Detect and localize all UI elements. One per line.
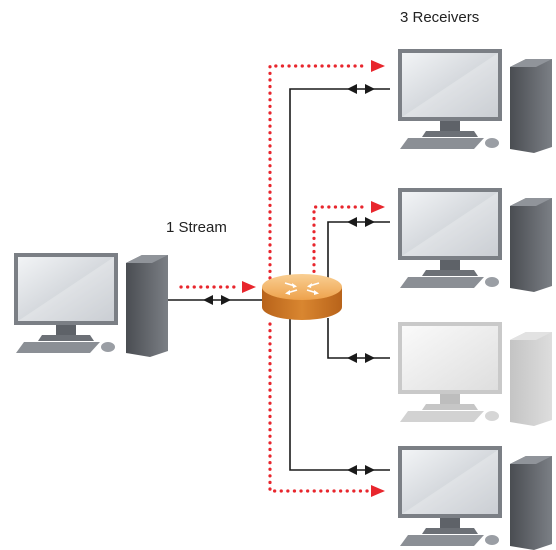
stream-label: 1 Stream bbox=[166, 219, 227, 236]
receiver-computer-1 bbox=[398, 49, 552, 153]
bidirectional-arrow-icon bbox=[347, 353, 375, 363]
stream-path-receiver-2 bbox=[312, 205, 370, 280]
bidirectional-arrows bbox=[203, 84, 375, 475]
stream-paths bbox=[179, 64, 370, 493]
cable-router-receiver-4 bbox=[289, 318, 390, 471]
stream-arrowhead bbox=[371, 485, 385, 497]
stream-arrowheads bbox=[242, 60, 385, 497]
stream-arrowhead bbox=[242, 281, 256, 293]
desktop-computer-icon bbox=[14, 253, 168, 357]
stream-path-receiver-4 bbox=[268, 322, 370, 493]
cable-router-receiver-3 bbox=[327, 318, 390, 359]
desktop-computer-icon bbox=[398, 446, 552, 550]
desktop-computer-icon bbox=[398, 322, 552, 426]
desktop-computer-icon bbox=[398, 188, 552, 292]
router-top bbox=[262, 274, 342, 300]
inactive-computer bbox=[398, 322, 552, 426]
bidirectional-arrow-icon bbox=[203, 295, 231, 305]
bidirectional-arrow-icon bbox=[347, 217, 375, 227]
router-icon bbox=[284, 282, 320, 295]
stream-arrowhead bbox=[371, 60, 385, 72]
cable-router-receiver-1 bbox=[289, 88, 390, 284]
bidirectional-arrow-icon bbox=[347, 84, 375, 94]
receivers-label: 3 Receivers bbox=[400, 9, 480, 26]
desktop-computer-icon bbox=[398, 49, 552, 153]
sender-computer bbox=[14, 253, 168, 357]
receiver-computer-4 bbox=[398, 446, 552, 550]
router bbox=[262, 274, 342, 320]
receiver-computer-2 bbox=[398, 188, 552, 292]
cable-router-receiver-2 bbox=[327, 221, 390, 284]
stream-arrowhead bbox=[371, 201, 385, 213]
stream-path-receiver-1 bbox=[268, 64, 370, 280]
bidirectional-arrow-icon bbox=[347, 465, 375, 475]
